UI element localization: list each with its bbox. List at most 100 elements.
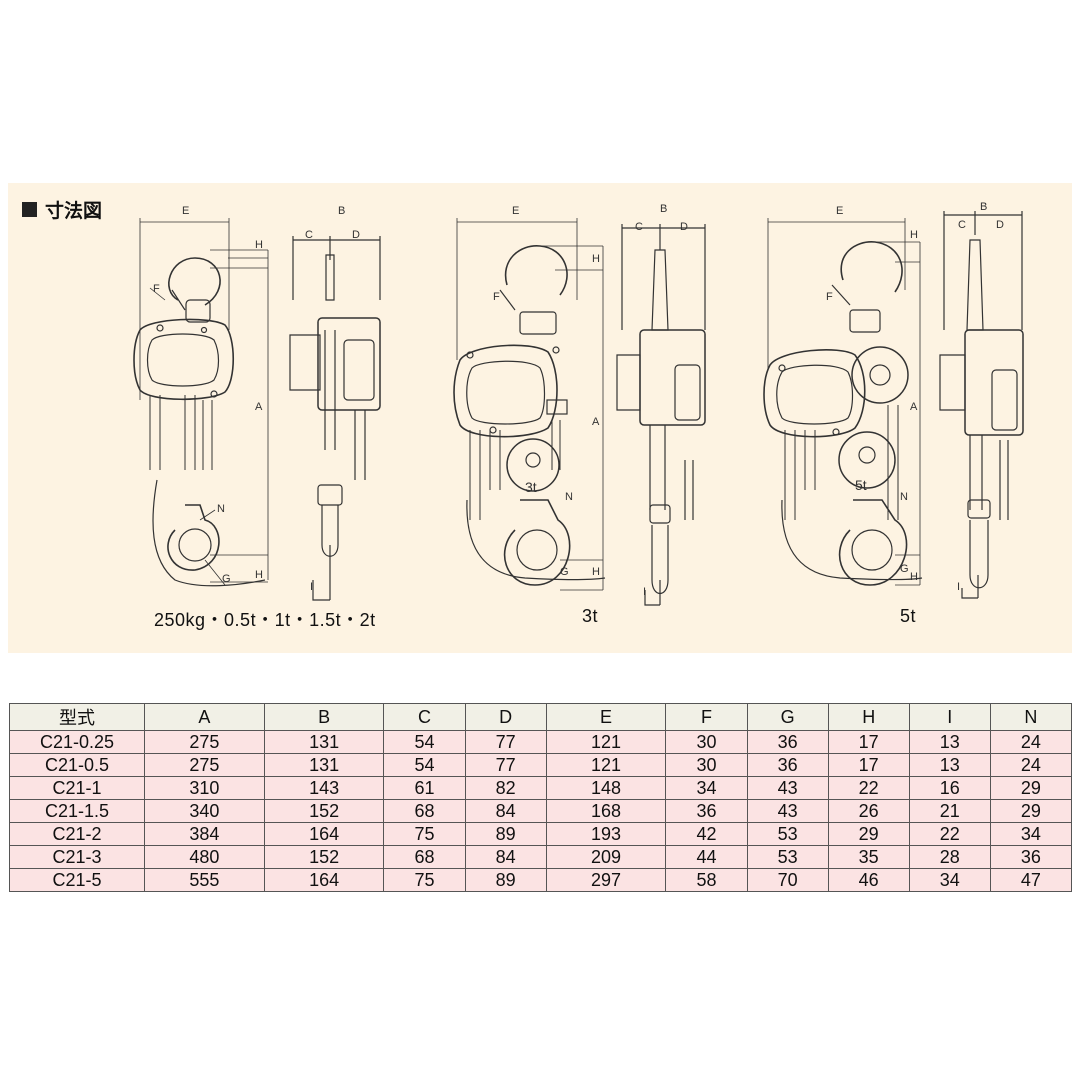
dimension-cell: 36 bbox=[746, 753, 829, 777]
hoist-large-front bbox=[763, 241, 923, 586]
svg-text:A: A bbox=[910, 401, 918, 413]
dimension-cell: 143 bbox=[263, 776, 385, 800]
svg-text:E: E bbox=[512, 205, 519, 217]
svg-text:I: I bbox=[643, 586, 646, 598]
dimension-cell: 13 bbox=[908, 730, 991, 754]
svg-text:D: D bbox=[680, 221, 688, 233]
svg-text:H: H bbox=[255, 239, 263, 251]
col-header: B bbox=[263, 703, 385, 731]
svg-text:E: E bbox=[182, 205, 189, 217]
dimension-cell: 297 bbox=[545, 868, 667, 892]
model-cell: C21-2 bbox=[9, 822, 145, 846]
dimension-cell: 193 bbox=[545, 822, 667, 846]
col-header: I bbox=[908, 703, 991, 731]
dimension-cell: 61 bbox=[383, 776, 466, 800]
dimension-cell: 84 bbox=[464, 845, 547, 869]
svg-text:B: B bbox=[660, 203, 667, 215]
dimension-letters: E B C D A H H F N G I E B C D A H H F N … bbox=[153, 201, 1004, 598]
svg-text:C: C bbox=[305, 229, 313, 241]
col-header: N bbox=[989, 703, 1073, 731]
dimension-cell: 30 bbox=[665, 753, 748, 777]
svg-text:F: F bbox=[826, 291, 833, 303]
dimension-cell: 36 bbox=[989, 845, 1073, 869]
dimension-cell: 36 bbox=[665, 799, 748, 823]
caption-5t-model: 5t bbox=[900, 606, 917, 626]
svg-text:F: F bbox=[153, 283, 160, 295]
table-header-row: 型式 A B C D E F G H I N bbox=[9, 703, 1073, 731]
dimension-cell: 82 bbox=[464, 776, 547, 800]
dimension-cell: 17 bbox=[827, 753, 910, 777]
dimension-cell: 89 bbox=[464, 822, 547, 846]
svg-text:N: N bbox=[217, 503, 225, 515]
dimension-cell: 21 bbox=[908, 799, 991, 823]
svg-text:H: H bbox=[255, 569, 263, 581]
svg-text:B: B bbox=[980, 201, 987, 213]
model-cell: C21-3 bbox=[9, 845, 145, 869]
dimension-cell: 44 bbox=[665, 845, 748, 869]
dimension-cell: 43 bbox=[746, 776, 829, 800]
dimension-cell: 121 bbox=[545, 753, 667, 777]
svg-text:H: H bbox=[910, 571, 918, 583]
dims-small-front bbox=[139, 218, 269, 586]
col-header: H bbox=[827, 703, 910, 731]
dimension-cell: 22 bbox=[908, 822, 991, 846]
dimension-cell: 310 bbox=[144, 776, 265, 800]
dimension-cell: 275 bbox=[144, 753, 265, 777]
dimension-cell: 384 bbox=[144, 822, 265, 846]
section-title: 寸法図 bbox=[22, 196, 102, 223]
dimension-cell: 555 bbox=[144, 868, 265, 892]
dimension-cell: 168 bbox=[545, 799, 667, 823]
svg-text:B: B bbox=[338, 205, 345, 217]
dimension-cell: 30 bbox=[665, 730, 748, 754]
dimension-cell: 152 bbox=[263, 799, 385, 823]
dimension-cell: 17 bbox=[827, 730, 910, 754]
dimension-cell: 164 bbox=[263, 822, 385, 846]
dimension-cell: 68 bbox=[383, 845, 466, 869]
section-title-text: 寸法図 bbox=[45, 200, 103, 222]
dimension-cell: 24 bbox=[989, 730, 1073, 754]
hoist-small-front bbox=[133, 257, 266, 587]
svg-text:N: N bbox=[900, 491, 908, 503]
svg-text:I: I bbox=[957, 581, 960, 593]
dimension-cell: 75 bbox=[383, 868, 466, 892]
dimension-cell: 75 bbox=[383, 822, 466, 846]
dimension-cell: 121 bbox=[545, 730, 667, 754]
hoist-small-side bbox=[289, 236, 381, 601]
svg-text:C: C bbox=[635, 221, 643, 233]
model-cell: C21-1 bbox=[9, 776, 145, 800]
svg-text:E: E bbox=[836, 205, 843, 217]
square-bullet-icon bbox=[22, 202, 37, 217]
caption-small-models: 250kg・0.5t・1t・1.5t・2t bbox=[154, 610, 376, 630]
svg-text:D: D bbox=[352, 229, 360, 241]
large-body-mark: 5t bbox=[855, 477, 867, 493]
svg-text:A: A bbox=[592, 416, 600, 428]
dimension-cell: 26 bbox=[827, 799, 910, 823]
hoist-mid-front bbox=[453, 245, 606, 586]
dimension-cell: 34 bbox=[665, 776, 748, 800]
dimension-cell: 68 bbox=[383, 799, 466, 823]
col-header: D bbox=[464, 703, 547, 731]
dimension-cell: 131 bbox=[263, 730, 385, 754]
hoist-large-side bbox=[939, 211, 1024, 599]
dimension-cell: 209 bbox=[545, 845, 667, 869]
dimension-cell: 16 bbox=[908, 776, 991, 800]
dimension-cell: 47 bbox=[989, 868, 1073, 892]
dimension-cell: 29 bbox=[827, 822, 910, 846]
col-header: E bbox=[545, 703, 667, 731]
caption-3t-model: 3t bbox=[582, 606, 599, 626]
dimension-cell: 58 bbox=[665, 868, 748, 892]
svg-text:C: C bbox=[958, 219, 966, 231]
dimension-cell: 275 bbox=[144, 730, 265, 754]
svg-text:N: N bbox=[565, 491, 573, 503]
col-header: G bbox=[746, 703, 829, 731]
dimension-cell: 35 bbox=[827, 845, 910, 869]
dimension-cell: 54 bbox=[383, 730, 466, 754]
svg-text:H: H bbox=[592, 253, 600, 265]
dimension-cell: 54 bbox=[383, 753, 466, 777]
dimension-cell: 34 bbox=[908, 868, 991, 892]
